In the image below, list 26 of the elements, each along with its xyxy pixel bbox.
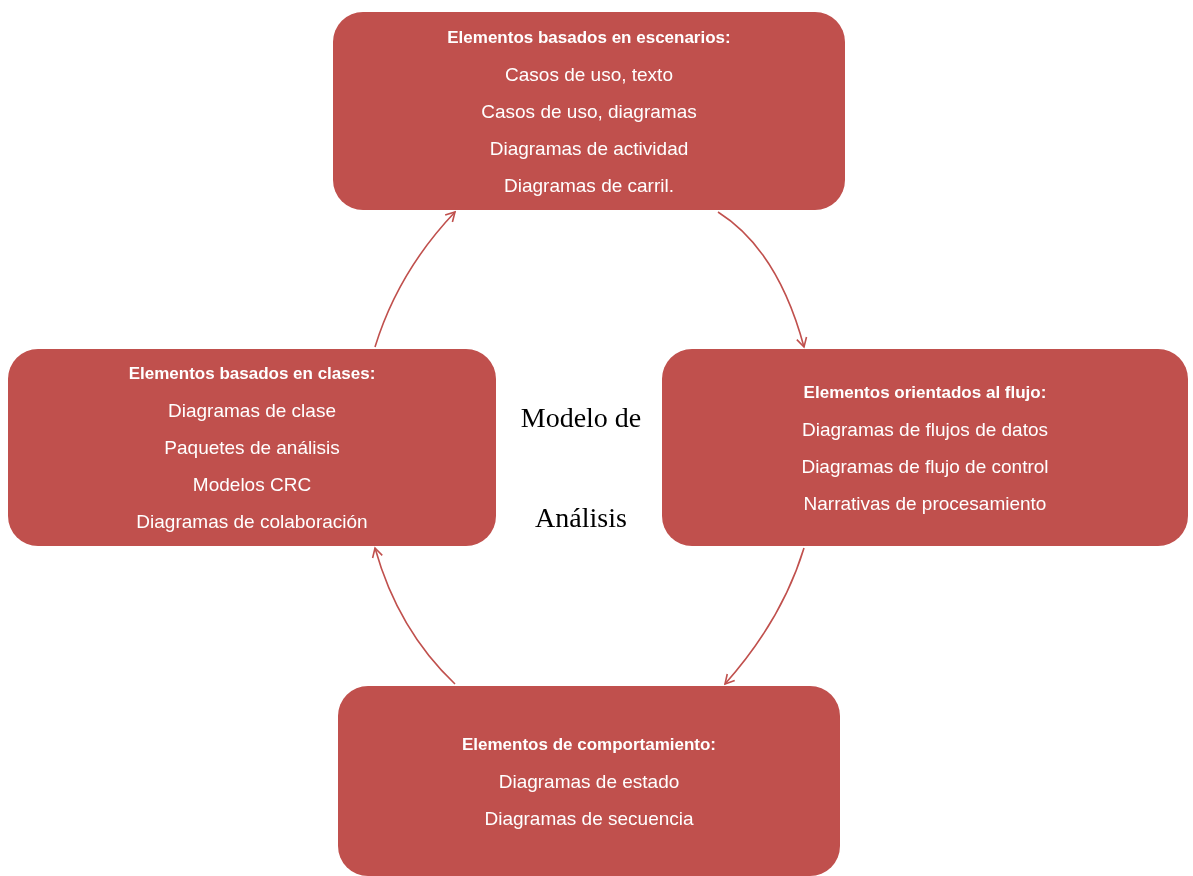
curved-arrow bbox=[372, 547, 456, 685]
rounded-box bbox=[8, 349, 496, 546]
box-heading: Elementos orientados al flujo: bbox=[803, 381, 1047, 404]
box-heading: Elementos basados en clases: bbox=[128, 363, 376, 385]
list-item: Diagramas de clase bbox=[168, 399, 336, 423]
list-item: Diagramas de estado bbox=[498, 769, 680, 794]
list-item: Paquetes de análisis bbox=[164, 436, 340, 460]
list-item: Modelos CRC bbox=[192, 473, 312, 497]
curved-arrow bbox=[374, 211, 456, 348]
rounded-box bbox=[662, 349, 1188, 546]
curved-arrow bbox=[724, 547, 805, 685]
rounded-box bbox=[338, 686, 840, 876]
list-item: Diagramas de colaboración bbox=[136, 510, 368, 534]
list-item: Casos de uso, texto bbox=[505, 62, 673, 87]
list-item: Diagramas de actividad bbox=[489, 136, 689, 161]
box-heading: Elementos basados en escenarios: bbox=[447, 26, 731, 49]
center-title: Modelo de Análisis bbox=[519, 401, 643, 535]
list-item: Diagramas de flujos de datos bbox=[801, 417, 1049, 442]
list-item: Diagramas de secuencia bbox=[484, 806, 694, 831]
list-item: Diagramas de carril. bbox=[504, 173, 674, 198]
list-item: Diagramas de flujo de control bbox=[801, 454, 1049, 479]
curved-arrow bbox=[717, 211, 808, 348]
box-heading: Elementos de comportamiento: bbox=[461, 733, 717, 756]
list-item: Narrativas de procesamiento bbox=[803, 491, 1047, 516]
rounded-box bbox=[333, 12, 845, 210]
list-item: Casos de uso, diagramas bbox=[481, 99, 697, 124]
